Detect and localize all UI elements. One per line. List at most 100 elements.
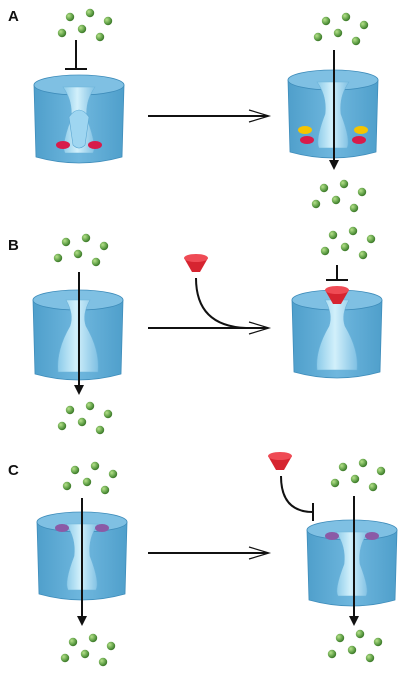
ligand-in-pore <box>325 286 349 304</box>
molecules-c-left-top <box>62 461 118 495</box>
molecule <box>368 482 378 492</box>
molecule <box>88 633 98 643</box>
molecule <box>98 657 108 667</box>
flow-arrow-a-right <box>329 50 339 170</box>
molecule <box>85 8 95 18</box>
transition-arrow-a <box>148 109 272 123</box>
molecule <box>57 421 67 431</box>
molecule <box>331 195 341 205</box>
binding-site-red <box>300 136 314 144</box>
arrowhead <box>349 616 359 626</box>
transition-arrow-c <box>148 546 272 560</box>
molecule <box>103 409 113 419</box>
molecule <box>339 179 349 189</box>
molecule <box>358 250 368 260</box>
molecule <box>95 425 105 435</box>
molecule <box>60 653 70 663</box>
molecule <box>57 28 67 38</box>
molecule <box>313 32 323 42</box>
molecule <box>366 234 376 244</box>
curved-shaft <box>280 475 314 513</box>
molecule <box>81 233 91 243</box>
transition-arrow-b <box>148 321 272 335</box>
curved-shaft <box>195 277 247 329</box>
molecule <box>328 230 338 240</box>
flow-arrow-c-right <box>349 496 359 626</box>
panel-label-a: A <box>8 8 19 25</box>
molecule <box>349 203 359 213</box>
molecule <box>347 645 357 655</box>
molecule <box>77 417 87 427</box>
arrows-layer <box>65 40 359 626</box>
molecule <box>350 474 360 484</box>
molecule <box>341 12 351 22</box>
arrowhead <box>74 385 84 395</box>
ion-channel <box>33 74 125 164</box>
inhibitor-b-right <box>326 265 348 281</box>
molecule <box>365 653 375 663</box>
molecules-a-left-top <box>57 8 113 42</box>
molecule <box>320 246 330 256</box>
binding-site-yellow <box>354 126 368 134</box>
molecule <box>82 477 92 487</box>
binding-site-yellow <box>298 126 312 134</box>
channels-layer <box>32 69 398 607</box>
arrowhead <box>77 616 87 626</box>
transition-head-open <box>248 109 272 123</box>
molecule <box>358 458 368 468</box>
panel-label-c: C <box>8 462 19 479</box>
molecule <box>106 641 116 651</box>
molecule <box>62 481 72 491</box>
ligand-top <box>325 286 349 294</box>
molecules-b-left-top <box>53 233 109 267</box>
molecule <box>73 249 83 259</box>
arrowhead <box>329 160 339 170</box>
molecules-b-right-top <box>320 226 376 260</box>
molecule <box>351 36 361 46</box>
ligand-body <box>268 456 292 470</box>
molecule <box>77 24 87 34</box>
molecule <box>373 637 383 647</box>
molecule <box>335 633 345 643</box>
molecule <box>68 637 78 647</box>
molecule <box>95 32 105 42</box>
transition-head-open <box>248 546 272 560</box>
ligand-b-free <box>184 254 208 272</box>
molecule <box>376 466 386 476</box>
molecule <box>91 257 101 267</box>
molecules-c-right-bottom <box>327 629 383 663</box>
binding-site-red <box>352 136 366 144</box>
molecule <box>65 405 75 415</box>
molecules-c-left-bottom <box>60 633 116 667</box>
molecule <box>327 649 337 659</box>
molecules-a-right-bottom <box>311 179 367 213</box>
binding-site-purple <box>365 532 379 540</box>
binding-site-purple <box>325 532 339 540</box>
channel-gate-cone <box>68 109 90 149</box>
molecule <box>333 28 343 38</box>
ion-channel <box>36 511 128 601</box>
molecule <box>359 20 369 30</box>
molecule <box>108 469 118 479</box>
molecule <box>321 16 331 26</box>
ligand-body <box>325 290 349 304</box>
molecule <box>100 485 110 495</box>
molecules-c-right-top <box>330 458 386 492</box>
channel-pore <box>316 299 358 371</box>
ligand-top <box>268 452 292 460</box>
binding-site-red <box>56 141 70 149</box>
ion-channel <box>306 519 398 607</box>
inhibitor-a-left <box>65 40 87 70</box>
molecule <box>357 187 367 197</box>
molecule <box>330 478 340 488</box>
binding-site-red <box>88 141 102 149</box>
molecule <box>340 242 350 252</box>
molecule <box>85 401 95 411</box>
molecule <box>355 629 365 639</box>
binding-arrow-b <box>195 277 247 329</box>
flow-arrow-b-left <box>74 272 84 395</box>
molecules-b-left-bottom <box>57 401 113 435</box>
channel-pore <box>335 531 369 597</box>
molecule <box>90 461 100 471</box>
